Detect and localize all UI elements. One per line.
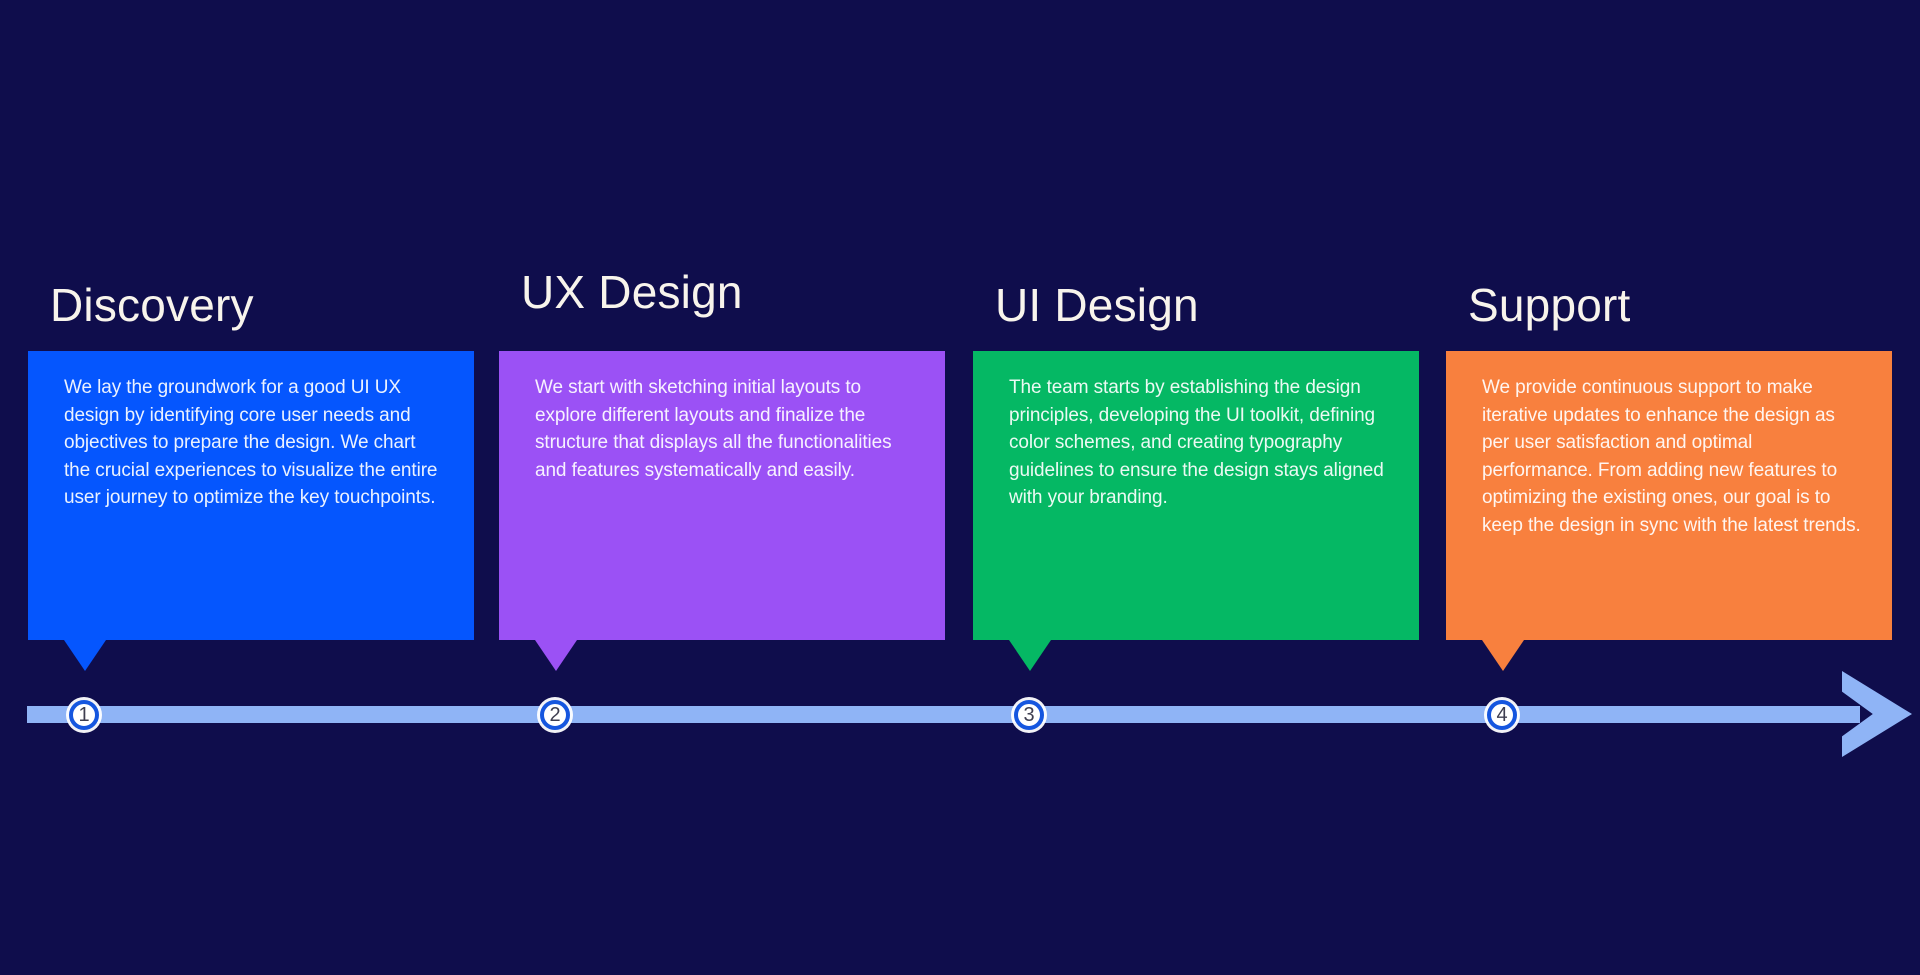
- stage-ui-design: UI Design The team starts by establishin…: [973, 0, 1419, 975]
- stage-support: Support We provide continuous support to…: [1446, 0, 1892, 975]
- card-pointer: [1009, 640, 1051, 671]
- step-number: 3: [1023, 704, 1035, 726]
- stage-ux-design: UX Design We start with sketching initia…: [499, 0, 945, 975]
- stage-card: We start with sketching initial layouts …: [499, 351, 945, 640]
- card-description: We lay the groundwork for a good UI UX d…: [64, 377, 438, 508]
- stage-title: UI Design: [995, 279, 1199, 331]
- stage-title: Support: [1468, 279, 1631, 331]
- stage-card: We lay the groundwork for a good UI UX d…: [28, 351, 474, 640]
- step-number: 1: [78, 704, 90, 726]
- card-pointer: [535, 640, 577, 671]
- step-number: 4: [1496, 704, 1508, 726]
- stage-title: UX Design: [521, 266, 743, 318]
- step-circle-3: 3: [1014, 700, 1044, 730]
- card-pointer: [64, 640, 106, 671]
- step-circle-1: 1: [69, 700, 99, 730]
- step-circle-4: 4: [1487, 700, 1517, 730]
- card-description: We provide continuous support to make it…: [1482, 377, 1861, 536]
- stage-card: The team starts by establishing the desi…: [973, 351, 1419, 640]
- card-description: The team starts by establishing the desi…: [1009, 377, 1384, 508]
- stage-discovery: Discovery We lay the groundwork for a go…: [28, 0, 474, 975]
- timeline-bar: [27, 706, 1860, 723]
- stage-title: Discovery: [50, 279, 254, 331]
- card-description: We start with sketching initial layouts …: [535, 377, 892, 481]
- step-number: 2: [549, 704, 561, 726]
- card-pointer: [1482, 640, 1524, 671]
- stage-card: We provide continuous support to make it…: [1446, 351, 1892, 640]
- step-circle-2: 2: [540, 700, 570, 730]
